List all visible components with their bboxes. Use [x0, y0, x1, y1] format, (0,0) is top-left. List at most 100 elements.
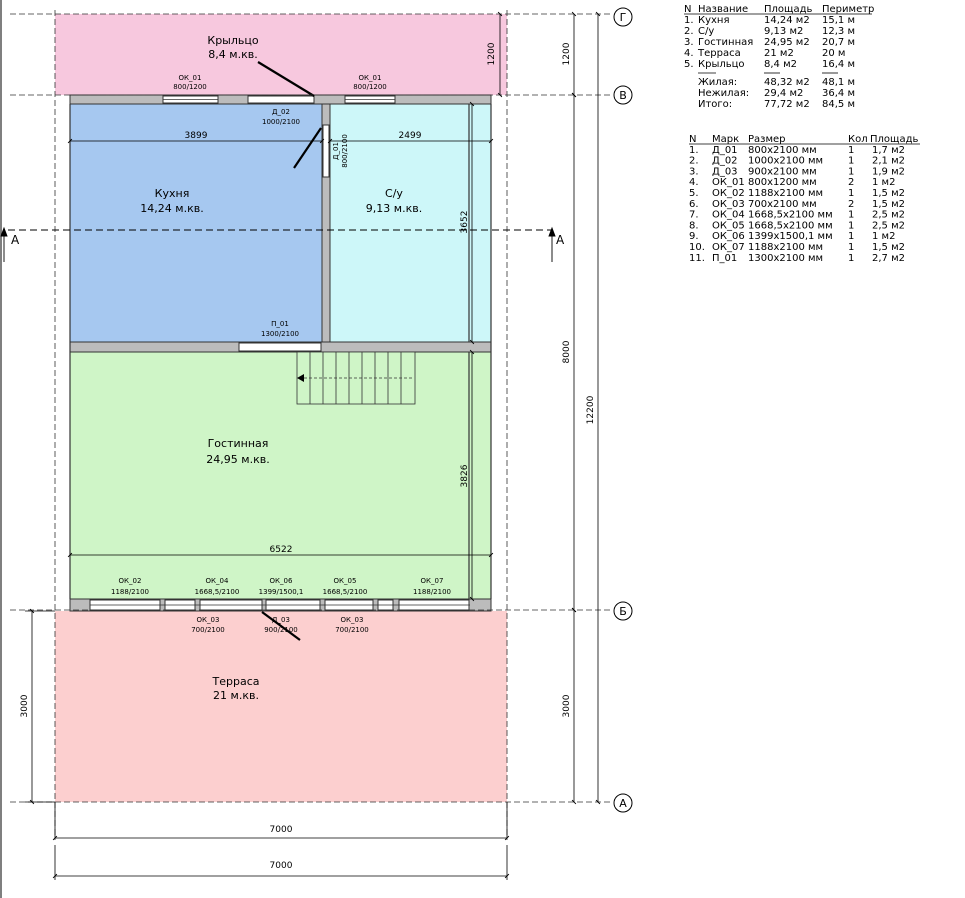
mark-d01-code: Д_01 — [332, 142, 340, 160]
door-swings — [257, 61, 322, 641]
opening-table-cell: 3. — [689, 166, 699, 177]
staircase — [296, 351, 416, 405]
room-table-summary-label: Итого: — [698, 99, 732, 110]
mark-p01-code: П_01 — [271, 320, 289, 328]
room-table-header: Периметр — [822, 4, 874, 15]
mark-ok03-a-code: ОК_03 — [197, 616, 220, 624]
opening-table-cell: ОК_03 — [712, 199, 745, 210]
section-label-right: А — [556, 233, 565, 247]
opening-table-cell: 1 м2 — [872, 177, 895, 188]
mark-d02-size: 1000/2100 — [262, 118, 300, 126]
opening-table-cell: 1 — [848, 166, 854, 177]
opening-table-cell: Д_02 — [712, 156, 738, 167]
room-table-summary-perimeter: 36,4 м — [822, 88, 855, 99]
opening-table-header: Марк — [712, 134, 739, 145]
opening-table-cell: 1 — [848, 242, 854, 253]
terrace-area — [55, 611, 507, 802]
room-table-cell: Крыльцо — [698, 59, 745, 70]
mark-ok02-code: ОК_02 — [119, 577, 142, 585]
opening-table-cell: П_01 — [712, 253, 737, 264]
opening-table-cell: 1 — [848, 220, 854, 231]
mark-ok03-b-code: ОК_03 — [341, 616, 364, 624]
opening-table-cell: 1 — [848, 210, 854, 221]
room-table-cell: Гостинная — [698, 37, 753, 48]
bath-area-label: 9,13 м.кв. — [366, 202, 422, 215]
kitchen-name: Кухня — [155, 187, 190, 200]
opening-table-cell: 1188x2100 мм — [748, 188, 823, 199]
dim-bath-height: 3652 — [460, 211, 470, 234]
room-table-cell: 9,13 м2 — [764, 26, 803, 37]
opening-table-cell: 10. — [689, 242, 705, 253]
dim-terrace-height-left: 3000 — [20, 694, 30, 717]
mark-d02-code: Д_02 — [272, 108, 290, 116]
mark-ok03-b-size: 700/2100 — [335, 626, 369, 634]
opening-table-cell: 1,5 м2 — [872, 188, 905, 199]
room-table-cell: 20 м — [822, 48, 845, 59]
opening-table-cell: ОК_05 — [712, 220, 745, 231]
opening-table-cell: 1,5 м2 — [872, 199, 905, 210]
room-table-summary-area: 48,32 м2 — [764, 77, 810, 88]
mark-ok07-size: 1188/2100 — [413, 588, 451, 596]
room-table-summary-area: 29,4 м2 — [764, 88, 803, 99]
mark-ok01-a-size: 800/1200 — [173, 83, 207, 91]
opening-table-cell: 1,7 м2 — [872, 145, 905, 156]
porch-area — [55, 14, 507, 95]
living-area — [70, 352, 491, 599]
kitchen-area-label: 14,24 м.кв. — [140, 202, 203, 215]
dim-kitchen-width: 3899 — [185, 131, 208, 141]
opening-table-cell: 1668,5x2100 мм — [748, 220, 833, 231]
mark-d03-code: Д_03 — [272, 616, 290, 624]
mark-ok05-code: ОК_05 — [334, 577, 357, 585]
opening-table-cell: 1,5 м2 — [872, 242, 905, 253]
bath-area — [330, 104, 491, 342]
opening-table-cell: 1,9 м2 — [872, 166, 905, 177]
mark-ok07-code: ОК_07 — [421, 577, 444, 585]
porch-name: Крыльцо — [207, 34, 258, 47]
opening-table-header: N — [689, 134, 696, 145]
opening-table-cell: Д_01 — [712, 145, 738, 156]
terrace-name: Терраса — [212, 675, 260, 688]
axis-label-a: А — [619, 797, 627, 810]
opening-table-cell: 1 — [848, 156, 854, 167]
opening-table-cell: 9. — [689, 231, 699, 242]
room-table-header: N — [684, 4, 691, 15]
mark-ok03-a-size: 700/2100 — [191, 626, 225, 634]
opening-table-cell: ОК_02 — [712, 188, 745, 199]
mark-ok02-size: 1188/2100 — [111, 588, 149, 596]
opening-table-cell: 2,5 м2 — [872, 220, 905, 231]
opening-table-header: Кол — [848, 134, 868, 145]
mark-d01-size: 800/2100 — [341, 134, 349, 168]
section-line — [0, 226, 556, 262]
opening-table-cell: 4. — [689, 177, 699, 188]
opening-table-cell: 1 — [848, 145, 854, 156]
room-table-summary-perimeter: 48,1 м — [822, 77, 855, 88]
room-table-cell: 16,4 м — [822, 59, 855, 70]
opening-table-cell: 2,7 м2 — [872, 253, 905, 264]
opening-table-cell: 7. — [689, 210, 699, 221]
opening-table-cell: 2 — [848, 199, 854, 210]
glazing-lines — [90, 99, 470, 606]
mark-ok01-b-size: 800/1200 — [353, 83, 387, 91]
opening-table-cell: 2,5 м2 — [872, 210, 905, 221]
mark-ok06-code: ОК_06 — [270, 577, 293, 585]
section-label-left: А — [11, 233, 20, 247]
room-table-cell: 12,3 м — [822, 26, 855, 37]
mark-d03-size: 900/2100 — [264, 626, 298, 634]
room-table-cell: 8,4 м2 — [764, 59, 797, 70]
bath-name: С/у — [385, 187, 403, 200]
opening-table-cell: ОК_06 — [712, 231, 745, 242]
opening-table-cell: 1. — [689, 145, 699, 156]
dim-terrace-height-right: 3000 — [562, 694, 572, 717]
mark-p01-size: 1300/2100 — [261, 330, 299, 338]
axis-lines — [10, 10, 612, 840]
mark-ok06-size: 1399/1500,1 — [259, 588, 304, 596]
room-table-cell: 14,24 м2 — [764, 15, 810, 26]
room-table-summary-label: Нежилая: — [698, 88, 749, 99]
opening-table-header: Площадь — [870, 134, 918, 145]
axis-bubbles — [613, 7, 633, 813]
opening-table-cell: 1399x1500,1 мм — [748, 231, 833, 242]
opening-table-cell: 2. — [689, 156, 699, 167]
living-area-label: 24,95 м.кв. — [206, 453, 269, 466]
outer-wall-lines — [69, 104, 492, 599]
